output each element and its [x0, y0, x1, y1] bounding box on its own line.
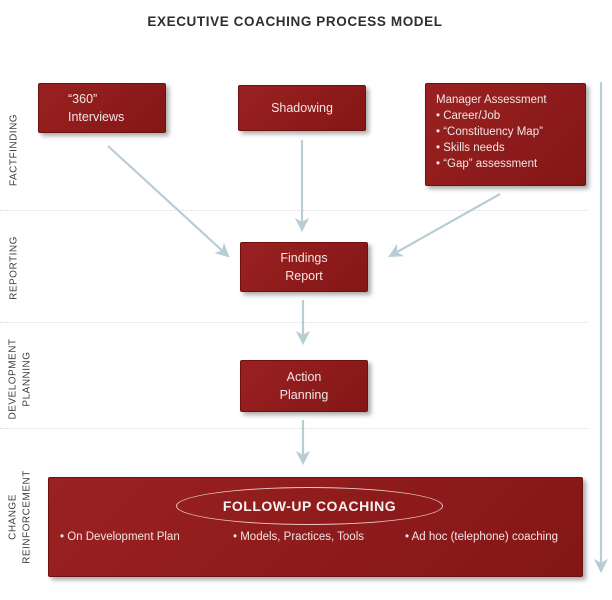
box-360-interviews: “360” Interviews: [38, 83, 166, 133]
follow-up-bullet: • Models, Practices, Tools: [233, 531, 365, 543]
follow-up-coaching-ellipse: FOLLOW-UP COACHING: [176, 487, 443, 525]
phase-label-development-planning: DEVELOPMENT PLANNING: [7, 338, 33, 420]
section-divider-3: [0, 428, 588, 429]
manager-assessment-bullet: • “Constituency Map”: [436, 126, 543, 139]
phase-label-change-reinforcement: CHANGE REINFORCEMENT: [7, 470, 33, 564]
manager-assessment-heading: Manager Assessment: [436, 94, 547, 106]
follow-up-bullet: • On Development Plan: [60, 531, 180, 543]
phase-label-factfinding: FACTFINDING: [8, 113, 20, 187]
page-title: EXECUTIVE COACHING PROCESS MODEL: [147, 14, 443, 29]
manager-assessment-bullet: • “Gap” assessment: [436, 158, 538, 171]
box-action-planning: Action Planning: [240, 360, 368, 412]
box-manager-assessment: Manager Assessment • Career/Job • “Const…: [425, 83, 586, 186]
follow-up-bullet: • Ad hoc (telephone) coaching: [405, 531, 558, 543]
arrow-manager-to-findings: [388, 193, 501, 258]
section-divider-1: [0, 210, 588, 211]
manager-assessment-bullet: • Career/Job: [436, 110, 501, 123]
box-360-interviews-label: “360” Interviews: [68, 91, 125, 124]
box-action-planning-label: Action Planning: [279, 369, 329, 402]
box-findings-report: Findings Report: [240, 242, 368, 292]
section-divider-2: [0, 322, 588, 323]
follow-up-coaching-heading: FOLLOW-UP COACHING: [222, 498, 397, 514]
manager-assessment-bullet: • Skills needs: [436, 142, 505, 155]
box-shadowing: Shadowing: [238, 85, 366, 131]
arrow-interviews-to-findings: [107, 145, 230, 258]
box-shadowing-label: Shadowing: [271, 100, 333, 115]
box-findings-report-label: Findings Report: [280, 250, 328, 283]
phase-label-reporting: REPORTING: [8, 236, 20, 300]
box-follow-up-coaching: FOLLOW-UP COACHING: [48, 477, 583, 577]
